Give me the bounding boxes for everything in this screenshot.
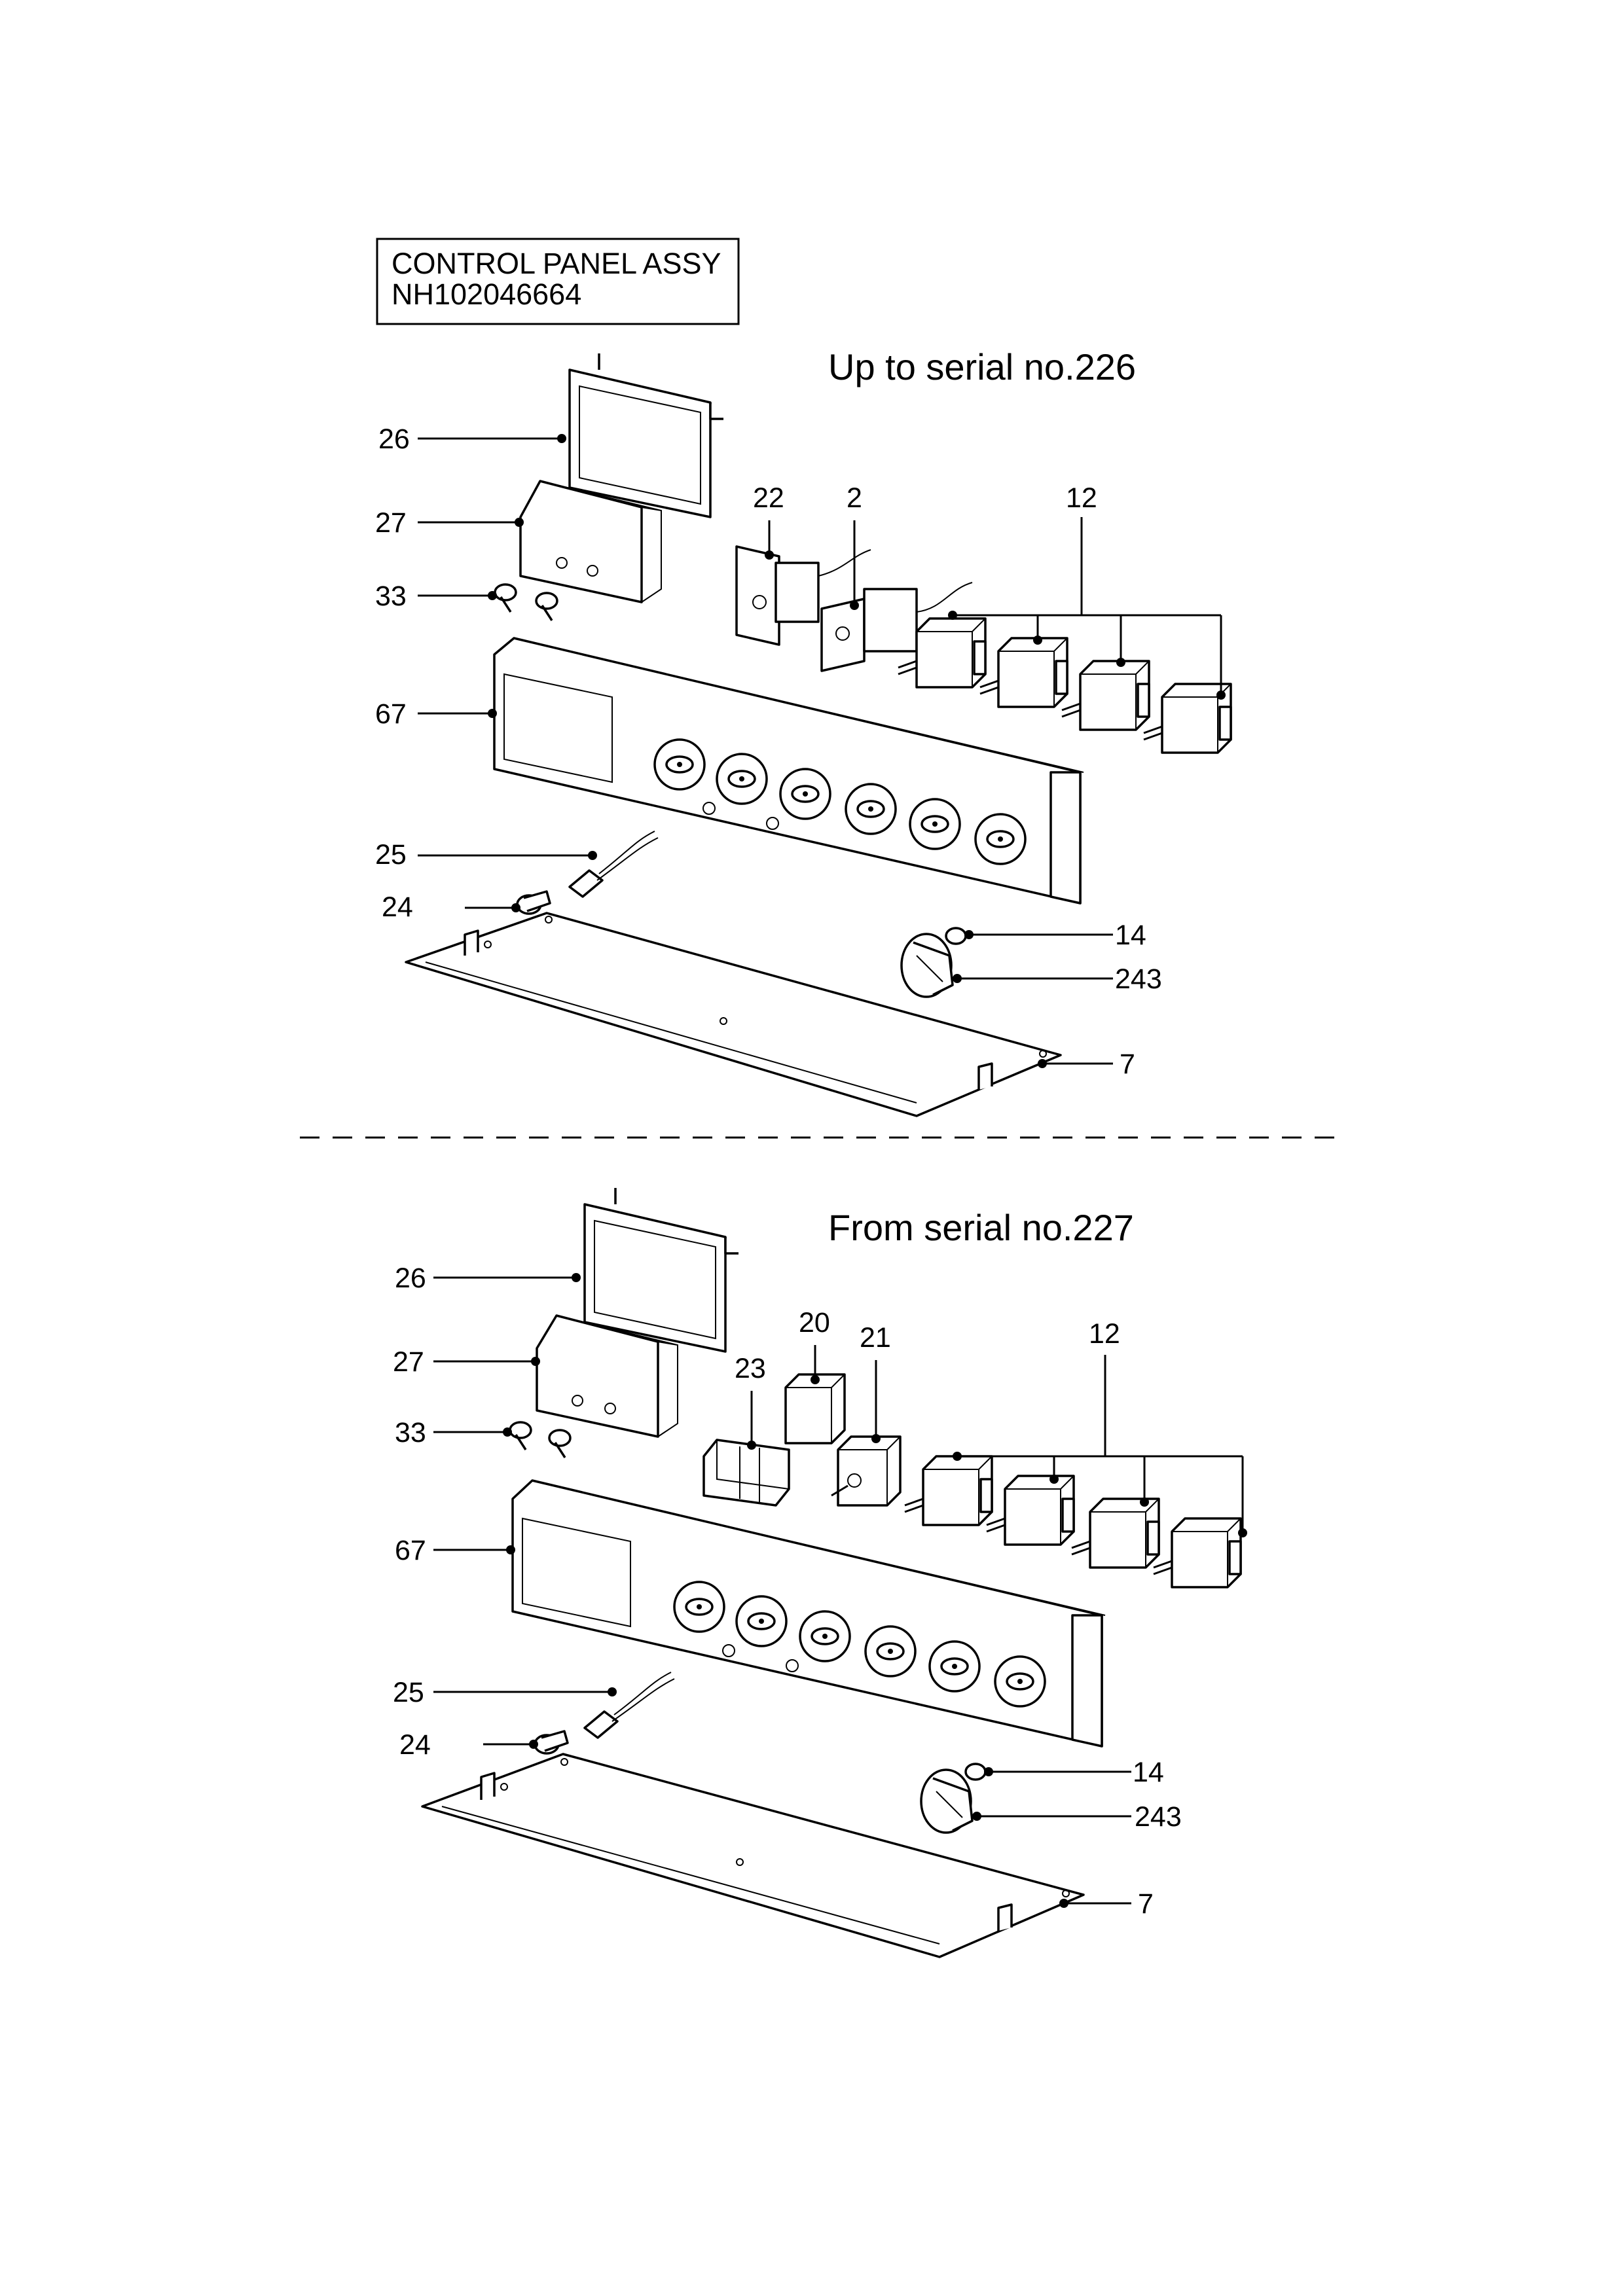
part-33-screws — [494, 583, 558, 621]
callout-33: 33 — [395, 1417, 426, 1448]
callout-26: 26 — [378, 423, 410, 455]
part-67-fascia — [493, 637, 1084, 905]
callout-14: 14 — [1115, 920, 1146, 951]
leader-lines — [433, 1273, 1247, 1908]
callout-24: 24 — [382, 891, 413, 923]
callout-67: 67 — [375, 698, 407, 730]
part-24-holder — [534, 1730, 569, 1755]
callout-12: 12 — [1066, 482, 1097, 514]
part-14-screw — [964, 1763, 987, 1781]
part-12-switches — [903, 1455, 1242, 1588]
part-67-fascia — [511, 1479, 1106, 1748]
callout-22: 22 — [753, 482, 784, 514]
section-heading: Up to serial no.226 — [828, 346, 1136, 387]
callout-7: 7 — [1138, 1888, 1154, 1920]
part-24-holder — [516, 890, 551, 915]
section-heading: From serial no.227 — [828, 1207, 1134, 1248]
assembly-name: CONTROL PANEL ASSY — [392, 247, 721, 280]
part-25-lamp — [568, 831, 659, 898]
part-26-bracket — [568, 353, 723, 518]
part-26-bracket — [583, 1188, 739, 1353]
part-243-knob — [900, 933, 954, 998]
title-box — [376, 238, 740, 325]
part-12-switches — [897, 617, 1232, 754]
part-243-knob — [920, 1768, 974, 1834]
leader-lines — [418, 434, 1226, 1068]
callout-67: 67 — [395, 1535, 426, 1566]
callout-14: 14 — [1133, 1757, 1164, 1788]
part-21-relay — [831, 1435, 902, 1507]
section-from-227: From serial no.227 — [393, 1188, 1247, 1958]
callout-12: 12 — [1089, 1318, 1120, 1350]
callout-243: 243 — [1115, 963, 1162, 995]
part-number: NH102046664 — [392, 278, 581, 311]
part-14-screw — [945, 927, 967, 945]
callout-26: 26 — [395, 1263, 426, 1294]
callout-243: 243 — [1135, 1801, 1182, 1833]
part-22-thermostat — [735, 545, 871, 646]
section-up-to-226: Up to serial no.226 — [375, 346, 1232, 1117]
callout-25: 25 — [375, 839, 407, 870]
callout-7: 7 — [1120, 1049, 1135, 1080]
part-33-screws — [509, 1421, 572, 1458]
callout-25: 25 — [393, 1677, 424, 1708]
callout-23: 23 — [735, 1353, 766, 1384]
part-23-switch — [702, 1439, 790, 1507]
callout-27: 27 — [375, 507, 407, 539]
callout-21: 21 — [860, 1322, 891, 1354]
part-25-lamp — [583, 1672, 675, 1739]
part-7-base-plate — [421, 1753, 1085, 1958]
callout-24: 24 — [399, 1729, 431, 1761]
part-27-cover — [519, 480, 662, 603]
part-27-cover — [536, 1314, 678, 1438]
callout-2: 2 — [847, 482, 862, 514]
part-7-base-plate — [405, 912, 1062, 1117]
part-2-thermostat — [820, 582, 973, 672]
callout-33: 33 — [375, 581, 407, 612]
callout-27: 27 — [393, 1346, 424, 1378]
part-20-relay — [784, 1373, 846, 1444]
callout-20: 20 — [799, 1307, 830, 1338]
